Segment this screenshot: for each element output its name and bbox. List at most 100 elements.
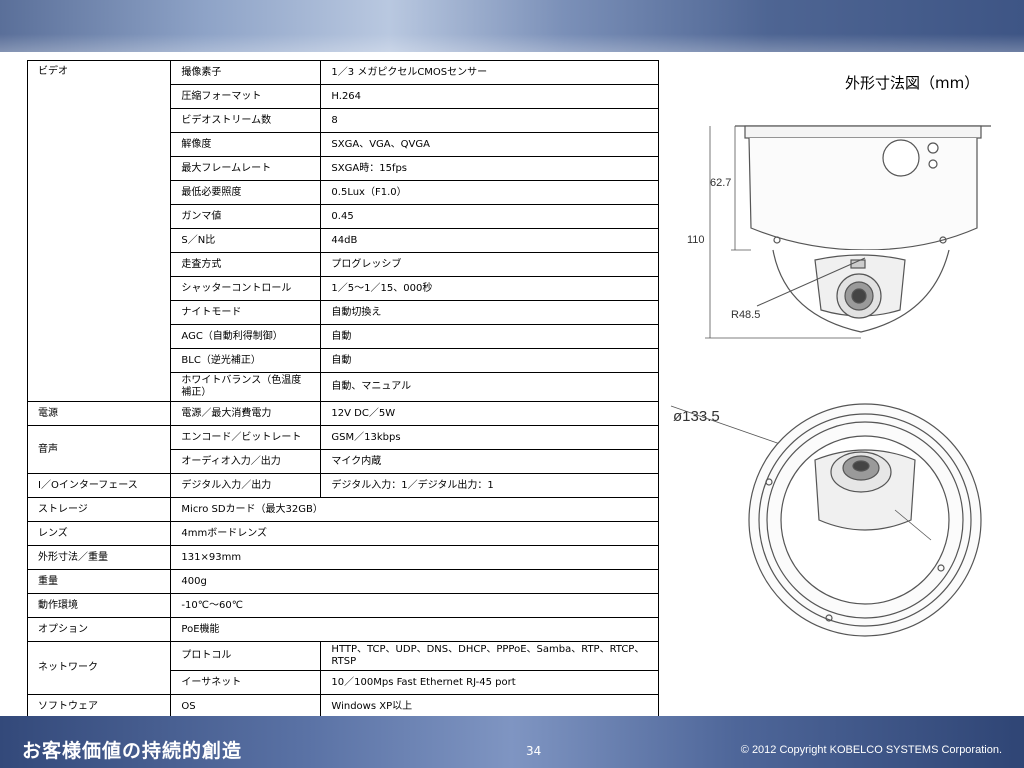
table-row: ネットワーク プロトコル HTTP、TCP、UDP、DNS、DHCP、PPPoE… xyxy=(26,641,659,695)
value-cell: PoE機能 xyxy=(170,617,659,642)
item-cell: OS xyxy=(170,694,322,719)
item-cell: S／N比 xyxy=(170,228,322,253)
item-cell: シャッターコントロール xyxy=(170,276,322,301)
dim-height-dome: 62.7 xyxy=(710,177,731,189)
header-band xyxy=(0,0,1024,52)
value-cell: 自動 xyxy=(320,324,659,349)
value-cell: SXGA、VGA、QVGA xyxy=(320,132,659,157)
item-cell: ナイトモード xyxy=(170,300,322,325)
value-cell: 1／5～1／15、000秒 xyxy=(320,276,659,301)
cat-video: ビデオ xyxy=(26,60,172,402)
value-cell: 0.45 xyxy=(320,204,659,229)
dim-radius: R48.5 xyxy=(731,309,760,321)
table-row: ビデオ 撮像素子 1／3 メガピクセルCMOSセンサー xyxy=(26,60,659,402)
value-cell: 400g xyxy=(170,569,659,594)
cat-weight: 重量 xyxy=(26,569,172,594)
value-cell: Windows XP以上 xyxy=(320,694,659,719)
value-cell: 44dB xyxy=(320,228,659,253)
cat-lens: レンズ xyxy=(26,521,172,546)
copyright-text: © 2012 Copyright KOBELCO SYSTEMS Corpora… xyxy=(740,744,1002,756)
table-row: 音声 エンコード／ビットレート GSM／13kbps xyxy=(26,425,659,474)
camera-dimension-drawing: 62.7 110 R48.5 ø133.5 xyxy=(670,125,991,637)
item-cell: 最低必要照度 xyxy=(170,180,322,205)
value-cell: 10／100Mps Fast Ethernet RJ-45 port xyxy=(320,670,659,695)
item-cell: オーディオ入力／出力 xyxy=(170,449,322,474)
cat-io: I／Oインターフェース xyxy=(26,473,172,498)
table-row: BLC（逆光補正）自動 xyxy=(28,348,659,373)
cat-audio: 音声 xyxy=(26,425,172,474)
value-cell: Micro SDカード（最大32GB） xyxy=(170,497,659,522)
cat-option: オプション xyxy=(26,617,172,642)
table-row: レンズ 4mmボードレンズ xyxy=(26,521,659,546)
page-number: 34 xyxy=(526,744,542,758)
item-cell: エンコード／ビットレート xyxy=(170,425,322,450)
item-cell: 最大フレームレート xyxy=(170,156,322,181)
item-cell: ガンマ値 xyxy=(170,204,322,229)
value-cell: 自動切換え xyxy=(320,300,659,325)
value-cell: 1／3 メガピクセルCMOSセンサー xyxy=(320,60,659,85)
cat-storage: ストレージ xyxy=(26,497,172,522)
item-cell: ホワイトバランス（色温度補正） xyxy=(170,372,322,402)
value-cell: 12V DC／5W xyxy=(320,401,659,426)
value-cell: HTTP、TCP、UDP、DNS、DHCP、PPPoE、Samba、RTP、RT… xyxy=(320,641,659,671)
item-cell: デジタル入力／出力 xyxy=(170,473,322,498)
table-row: ナイトモード自動切換え xyxy=(28,300,659,325)
table-row: ソフトウェア OS Windows XP以上 xyxy=(26,694,659,719)
cat-software: ソフトウェア xyxy=(26,694,172,719)
table-row: 電源 電源／最大消費電力 12V DC／5W xyxy=(26,401,659,426)
value-cell: マイク内蔵 xyxy=(320,449,659,474)
value-cell: GSM／13kbps xyxy=(320,425,659,450)
table-row: AGC（自動利得制御）自動 xyxy=(28,324,659,349)
value-cell: 自動、マニュアル xyxy=(320,372,659,402)
table-row: ストレージ Micro SDカード（最大32GB） xyxy=(26,497,659,522)
camera-side-view xyxy=(705,125,991,339)
table-row: オーディオ入力／出力マイク内蔵 xyxy=(28,449,659,474)
dim-height-total: 110 xyxy=(687,234,705,246)
cat-power: 電源 xyxy=(26,401,172,426)
table-row: オプション PoE機能 xyxy=(26,617,659,642)
value-cell: 131×93mm xyxy=(170,545,659,570)
item-cell: 走査方式 xyxy=(170,252,322,277)
value-cell: 0.5Lux（F1.0） xyxy=(320,180,659,205)
value-cell: H.264 xyxy=(320,84,659,109)
item-cell: AGC（自動利得制御） xyxy=(170,324,322,349)
table-row: 外形寸法／重量 131×93mm xyxy=(26,545,659,570)
value-cell: 8 xyxy=(320,108,659,133)
value-cell: 自動 xyxy=(320,348,659,373)
table-row: I／Oインターフェース デジタル入力／出力 デジタル入力：1／デジタル出力：1 xyxy=(26,473,659,498)
value-cell: 4mmボードレンズ xyxy=(170,521,659,546)
item-cell: BLC（逆光補正） xyxy=(170,348,322,373)
value-cell: -10℃～60℃ xyxy=(170,593,659,618)
footer-band xyxy=(0,716,1024,768)
cat-environment: 動作環境 xyxy=(26,593,172,618)
table-row: 重量 400g xyxy=(26,569,659,594)
table-row: 動作環境 -10℃～60℃ xyxy=(26,593,659,618)
item-cell: 解像度 xyxy=(170,132,322,157)
cat-network: ネットワーク xyxy=(26,641,172,695)
item-cell: 電源／最大消費電力 xyxy=(170,401,322,426)
value-cell: デジタル入力：1／デジタル出力：1 xyxy=(320,473,659,498)
drawing-title: 外形寸法図（mm） xyxy=(845,74,980,92)
item-cell: ビデオストリーム数 xyxy=(170,108,322,133)
item-cell: イーサネット xyxy=(170,670,322,695)
cat-dimensions: 外形寸法／重量 xyxy=(26,545,172,570)
value-cell: プログレッシブ xyxy=(320,252,659,277)
camera-bottom-view xyxy=(670,403,982,637)
value-cell: SXGA時：15fps xyxy=(320,156,659,181)
dim-diameter: ø133.5 xyxy=(673,408,720,425)
footer-slogan: お客様価値の持続的創造 xyxy=(22,740,243,762)
item-cell: 撮像素子 xyxy=(170,60,322,85)
item-cell: 圧縮フォーマット xyxy=(170,84,322,109)
item-cell: プロトコル xyxy=(170,641,322,671)
table-row: 走査方式プログレッシブ xyxy=(28,252,659,277)
